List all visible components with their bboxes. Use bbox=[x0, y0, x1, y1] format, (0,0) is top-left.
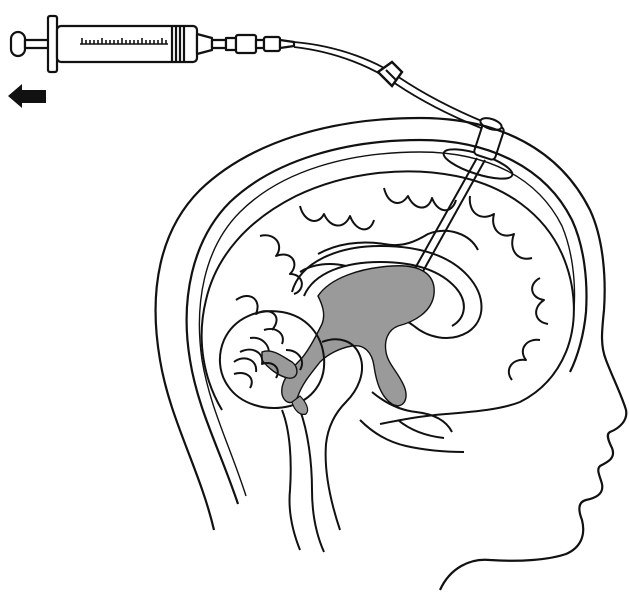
syringe-tip bbox=[197, 34, 212, 54]
syringe-finger-flange bbox=[48, 16, 57, 72]
syringe-thumb-press bbox=[11, 32, 25, 56]
stopcock bbox=[236, 35, 256, 53]
